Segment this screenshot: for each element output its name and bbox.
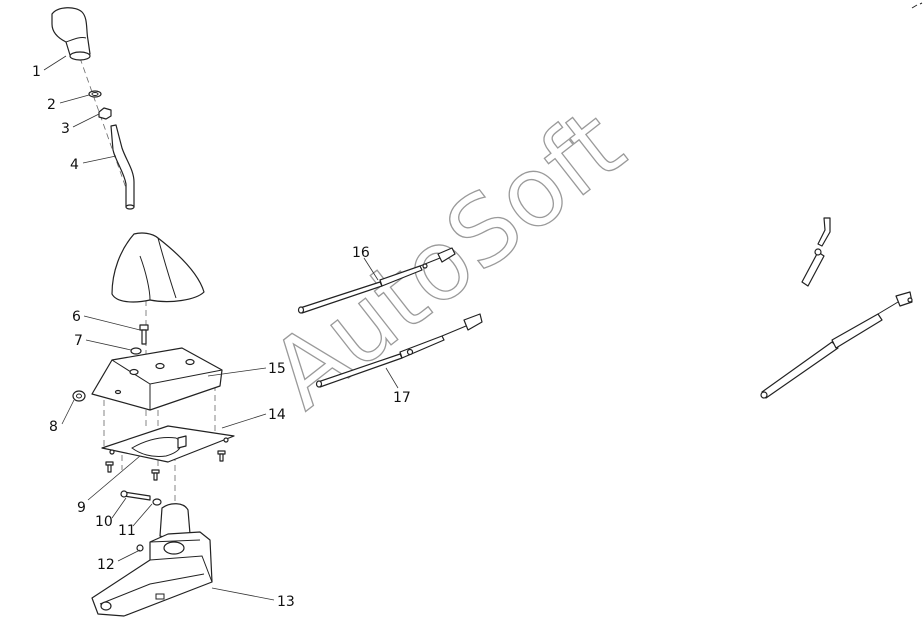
shift-cable-lower [315, 313, 483, 388]
shift-cable-upper [297, 247, 456, 314]
gear-lever-boot [111, 232, 205, 303]
lower-housing [91, 531, 213, 617]
callout-11: 11 [118, 523, 136, 539]
bolt [139, 324, 149, 345]
callout-7: 7 [74, 333, 83, 349]
callout-10: 10 [95, 514, 113, 530]
callout-9: 9 [77, 500, 86, 516]
cable-end-link [801, 217, 831, 287]
callout-3: 3 [61, 121, 70, 137]
mounting-plate [101, 425, 235, 463]
spring-washer [88, 90, 102, 98]
pivot-pin [120, 490, 151, 501]
callout-numbers: 1 2 3 4 6 7 8 9 10 11 12 13 14 15 16 17 [32, 64, 411, 610]
gear-lever [110, 124, 135, 210]
pin-nut [152, 498, 162, 506]
callout-16: 16 [352, 245, 370, 261]
leader-lines [43, 55, 399, 601]
upper-cover [91, 347, 223, 411]
gear-knob [51, 7, 91, 61]
callout-6: 6 [72, 309, 81, 325]
callout-15: 15 [268, 361, 286, 377]
corner-mark [911, 2, 923, 9]
callout-12: 12 [97, 557, 115, 573]
callout-13: 13 [277, 594, 295, 610]
lock-nut [98, 107, 112, 120]
plate-screws [105, 450, 226, 481]
grommet [72, 390, 86, 402]
cable-end-rod [760, 291, 913, 399]
callout-4: 4 [70, 157, 79, 173]
callout-8: 8 [49, 419, 58, 435]
callout-2: 2 [47, 97, 56, 113]
callout-1: 1 [32, 64, 41, 80]
callout-14: 14 [268, 407, 286, 423]
callout-17: 17 [393, 390, 411, 406]
